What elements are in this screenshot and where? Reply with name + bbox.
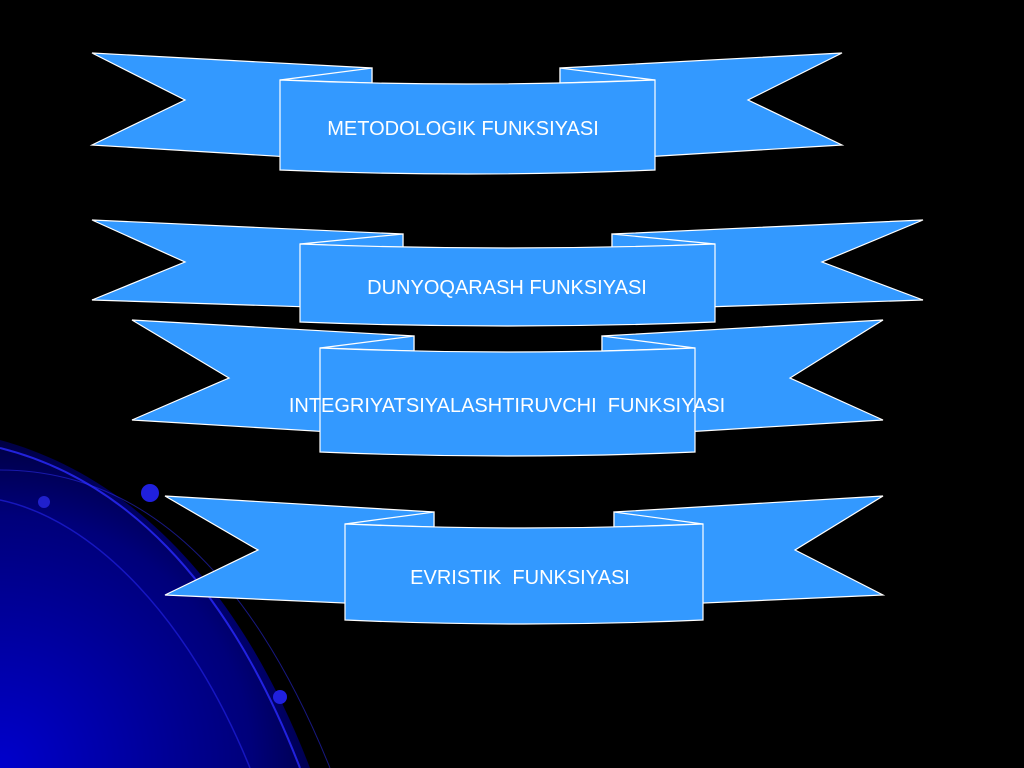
banner-evristik: EVRISTIK FUNKSIYASI <box>164 495 886 625</box>
banner-face <box>299 243 716 327</box>
banner-face <box>344 523 704 625</box>
banner-face <box>279 79 656 175</box>
banner-integriyatsiyalashtiruvchi: INTEGRIYATSIYALASHTIRUVCHI FUNKSIYASI <box>131 319 884 457</box>
banner-label: METODOLOGIK FUNKSIYASI <box>327 118 599 140</box>
banner-metodologik: METODOLOGIK FUNKSIYASI <box>89 52 845 175</box>
background-swoosh <box>0 440 331 768</box>
banner-label: EVRISTIK FUNKSIYASI <box>410 567 630 589</box>
swoosh-dot-bottom <box>273 690 287 704</box>
swoosh-dot-small <box>38 496 50 508</box>
banner-face <box>319 347 696 457</box>
banner-label: DUNYOQARASH FUNKSIYASI <box>367 277 647 299</box>
banner-dunyoqarash: DUNYOQARASH FUNKSIYASI <box>91 219 924 327</box>
banner-label: INTEGRIYATSIYALASHTIRUVCHI FUNKSIYASI <box>289 395 725 417</box>
swoosh-dot-large <box>141 484 159 502</box>
